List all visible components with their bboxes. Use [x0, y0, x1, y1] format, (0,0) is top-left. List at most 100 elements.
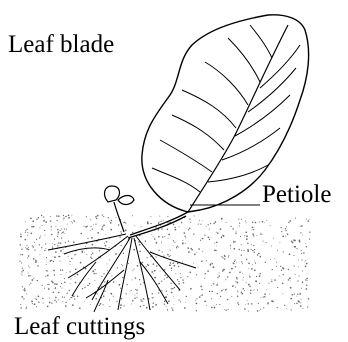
soil-dot: [54, 274, 55, 275]
soil-dot: [58, 242, 60, 244]
soil-dot: [57, 245, 58, 246]
soil-dot: [283, 274, 284, 275]
soil-dot: [54, 238, 55, 239]
soil-dot: [283, 251, 284, 252]
label-leaf-blade: Leaf blade: [8, 32, 114, 57]
soil-dot: [300, 232, 301, 233]
soil-dot: [245, 231, 247, 233]
soil-dot: [63, 249, 64, 250]
soil-dot: [105, 245, 106, 246]
soil-dot: [184, 236, 185, 237]
soil-dot: [126, 284, 127, 285]
soil-dot: [72, 222, 73, 223]
soil-dot: [260, 234, 261, 235]
soil-dot: [153, 263, 155, 265]
soil-dot: [67, 224, 68, 225]
soil-dot: [92, 253, 93, 254]
soil-dot: [55, 287, 56, 288]
soil-dot: [86, 243, 87, 244]
soil-dot: [174, 287, 175, 288]
soil-dot: [198, 248, 200, 250]
soil-dot: [90, 256, 91, 257]
soil-dot: [167, 222, 168, 223]
soil-dot: [174, 265, 176, 267]
soil-dot: [48, 284, 49, 285]
soil-dot: [144, 299, 145, 300]
soil-dot: [54, 256, 56, 258]
soil-dot: [234, 241, 235, 242]
soil-dot: [83, 226, 84, 227]
soil-dot: [30, 218, 32, 220]
soil-dot: [300, 302, 301, 303]
soil-dot: [103, 295, 105, 297]
soil-dot: [71, 221, 72, 222]
soil-dot: [242, 263, 243, 264]
soil-dot: [90, 219, 91, 220]
soil-dot: [53, 292, 54, 293]
soil-dot: [23, 289, 24, 290]
soil-dot: [57, 229, 59, 231]
soil-dot: [237, 295, 239, 297]
soil-dot: [158, 292, 159, 293]
soil-dot: [252, 227, 254, 229]
soil-dot: [122, 265, 123, 266]
soil-dot: [208, 224, 209, 225]
soil-dot: [241, 292, 243, 294]
soil-dot: [256, 281, 258, 283]
soil-dot: [55, 251, 57, 253]
soil-dot: [91, 254, 92, 255]
soil-dot: [101, 228, 103, 230]
soil-dot: [212, 263, 213, 264]
soil-dot: [281, 227, 282, 228]
soil-dot: [217, 283, 218, 284]
soil-dot: [172, 308, 173, 309]
soil-dot: [177, 263, 179, 265]
soil-dot: [35, 260, 37, 262]
soil-dot: [26, 248, 28, 250]
soil-dot: [257, 254, 258, 255]
soil-dot: [302, 234, 303, 235]
soil-dot: [305, 260, 306, 261]
soil-dot: [274, 258, 275, 259]
soil-dot: [136, 289, 138, 291]
soil-dot: [204, 234, 205, 235]
soil-dot: [290, 287, 292, 289]
soil-dot: [248, 284, 250, 286]
soil-dot: [46, 257, 47, 258]
soil-dot: [187, 276, 188, 277]
soil-dot: [51, 234, 53, 236]
soil-dot: [168, 300, 170, 302]
soil-dot: [170, 255, 171, 256]
soil-dot: [50, 220, 52, 222]
soil-dot: [232, 228, 234, 230]
soil-dot: [167, 216, 168, 217]
soil-dot: [59, 260, 60, 261]
soil-dot: [82, 252, 83, 253]
soil-dot: [55, 297, 57, 299]
soil-dot: [182, 242, 183, 243]
soil-dot: [108, 247, 109, 248]
soil-dot: [30, 232, 32, 234]
soil-dot: [91, 237, 93, 239]
soil-dot: [64, 233, 65, 234]
soil-dot: [60, 274, 61, 275]
soil-dot: [193, 262, 194, 263]
soil-dot: [165, 275, 166, 276]
soil-dot: [259, 283, 260, 284]
soil-dot: [200, 224, 201, 225]
soil-dot: [52, 247, 54, 249]
soil-dot: [230, 245, 231, 246]
soil-dot: [23, 298, 24, 299]
soil-dot: [158, 229, 160, 231]
soil-dot: [103, 230, 104, 231]
soil-dot: [60, 269, 61, 270]
soil-dot: [276, 266, 277, 267]
soil-dot: [89, 283, 90, 284]
soil-dot: [28, 272, 29, 273]
soil-dot: [252, 229, 253, 230]
soil-dot: [216, 284, 218, 286]
soil-dot: [171, 288, 172, 289]
soil-dot: [54, 300, 55, 301]
soil-dot: [22, 268, 23, 269]
soil-dot: [76, 254, 77, 255]
